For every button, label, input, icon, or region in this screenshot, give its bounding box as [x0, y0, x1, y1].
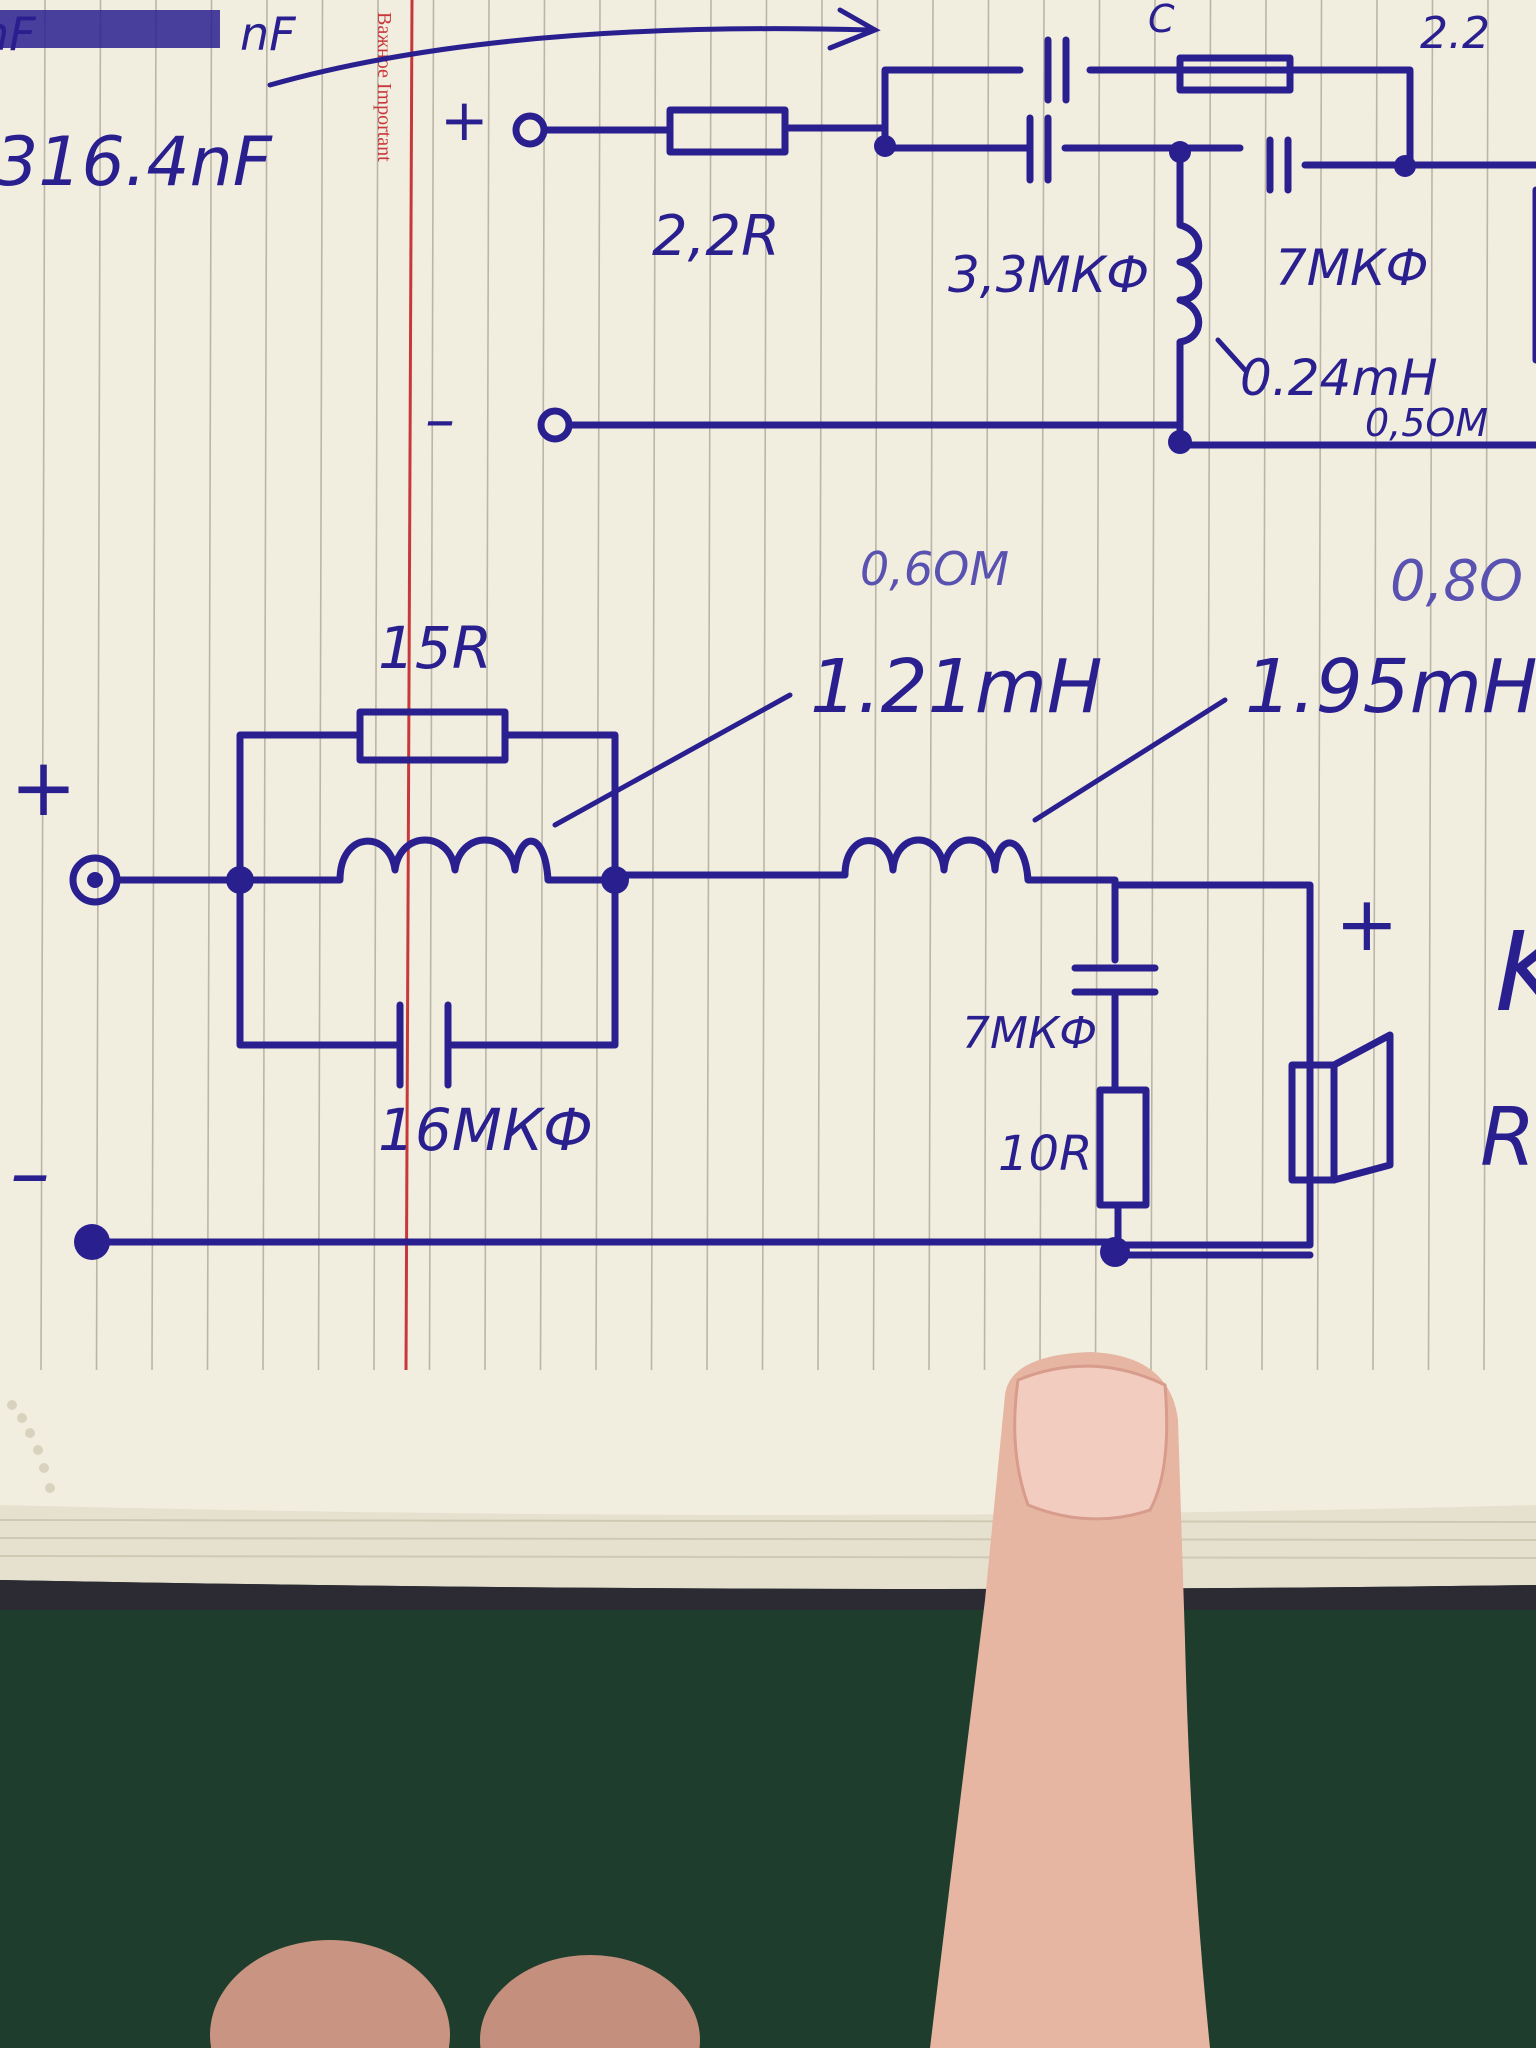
shunt-resistor: [1096, 1086, 1150, 1209]
ruled-line: [1483, 0, 1489, 1371]
series-inductor-and-wiring: [611, 836, 1314, 1249]
top-resistor-label: 2,2R: [652, 204, 780, 269]
l1-value-label: 1.21mH: [810, 644, 1103, 730]
ruled-line: [595, 0, 601, 1371]
top-c-label: C: [1148, 0, 1175, 41]
top-inductor-value: 0.24mH: [1240, 349, 1438, 407]
top-arrow-line: [267, 26, 873, 88]
top-capacitance-note: 316.4nF: [0, 123, 273, 202]
ruled-line: [872, 0, 879, 1371]
top-resistor-2: [1176, 54, 1294, 94]
pointing-finger: [930, 1352, 1210, 2048]
ruled-line: [428, 0, 435, 1371]
speaker-body: [1288, 1061, 1338, 1184]
top-nf-label: nF: [240, 7, 296, 61]
top-right-label: 2.2: [1420, 8, 1490, 59]
knuckles: [210, 1940, 700, 2048]
ruled-line: [317, 0, 324, 1371]
speaker-cone: [1330, 1031, 1394, 1184]
top-cap1-label: 3,3МКФ: [948, 246, 1149, 304]
ruled-line: [706, 0, 712, 1371]
ruled-line: [373, 0, 379, 1371]
shunt-res-label: 10R: [998, 1126, 1092, 1182]
ruled-line: [539, 0, 546, 1371]
shunt-cap-label: 7МКФ: [962, 1008, 1097, 1059]
l2-leader-line: [1032, 697, 1228, 823]
ruled-line: [206, 0, 213, 1371]
l2-dcr-label: 0,8O: [1390, 549, 1523, 614]
ruled-line: [1427, 0, 1434, 1371]
r-parallel-label: 15R: [378, 614, 492, 682]
l2-value-label: 1.95mH: [1245, 644, 1536, 730]
table-cloth: [0, 1560, 1536, 2048]
ruled-line: [484, 0, 490, 1371]
ruled-line: [928, 0, 934, 1371]
ruled-line: [95, 0, 102, 1371]
top-cap-1: [1026, 114, 1052, 184]
ruled-line: [151, 0, 157, 1371]
parallel-resistor: [356, 708, 509, 764]
top-left-scribble: [0, 10, 220, 48]
ruled-lines: [40, 0, 1489, 1371]
top-wire-upper: [540, 66, 1536, 169]
ruled-line: [1150, 0, 1156, 1371]
top-arrow-head: [827, 7, 881, 51]
ruled-line: [650, 0, 657, 1371]
parallel-capacitor: [396, 1001, 452, 1089]
l1-dcr-label: 0,6OM: [860, 542, 1009, 596]
top-cap-series: [1044, 36, 1070, 104]
speaker-partial-label: R: [1480, 1091, 1536, 1184]
ruled-line: [1372, 0, 1378, 1371]
c-parallel-label: 16МКФ: [378, 1096, 593, 1164]
ruled-line: [262, 0, 268, 1371]
bottom-plus-terminal-label: +: [10, 741, 77, 834]
bottom-minus-terminal-label: –: [10, 1126, 50, 1219]
speaker-plus-label: +: [1335, 879, 1399, 968]
margin-header: Важное Important: [373, 12, 395, 162]
parallel-inductor: [236, 836, 619, 884]
top-cap2-label: 7МКФ: [1275, 239, 1429, 297]
edge-letter: K: [1495, 908, 1536, 1036]
ruled-line: [40, 0, 46, 1371]
parallel-network-frame: [113, 731, 619, 1049]
top-minus-terminal-label: –: [425, 385, 455, 455]
ruled-line: [1039, 0, 1045, 1371]
top-cap-2: [1266, 136, 1292, 194]
ruled-line: [817, 0, 823, 1371]
top-circuit: nF nF 316.4nF C 2.2 + 2,2R 3,3МКФ 7МКФ 0…: [0, 0, 1536, 455]
page-stack-edge: [0, 1505, 1536, 1589]
ruled-line: [983, 0, 990, 1371]
bottom-circuit: 0,6OM 1.21mH 0,8O 1.95mH 15R + 16МКФ 7МК…: [10, 542, 1536, 1267]
ruled-line: [1316, 0, 1323, 1371]
fingernail: [1013, 1364, 1169, 1521]
binding-holes: [7, 1400, 55, 1493]
top-inductor: [1176, 144, 1203, 444]
ruled-line: [761, 0, 768, 1371]
top-resistor: [666, 106, 789, 156]
l1-leader-line: [552, 692, 793, 828]
top-plus-terminal-label: +: [440, 86, 489, 154]
ruled-line: [1261, 0, 1267, 1371]
margin-line: [404, 0, 414, 1371]
top-inductor-dcr: 0,5OM: [1365, 401, 1488, 445]
ruled-line: [1205, 0, 1212, 1371]
ruled-line: [1094, 0, 1101, 1371]
